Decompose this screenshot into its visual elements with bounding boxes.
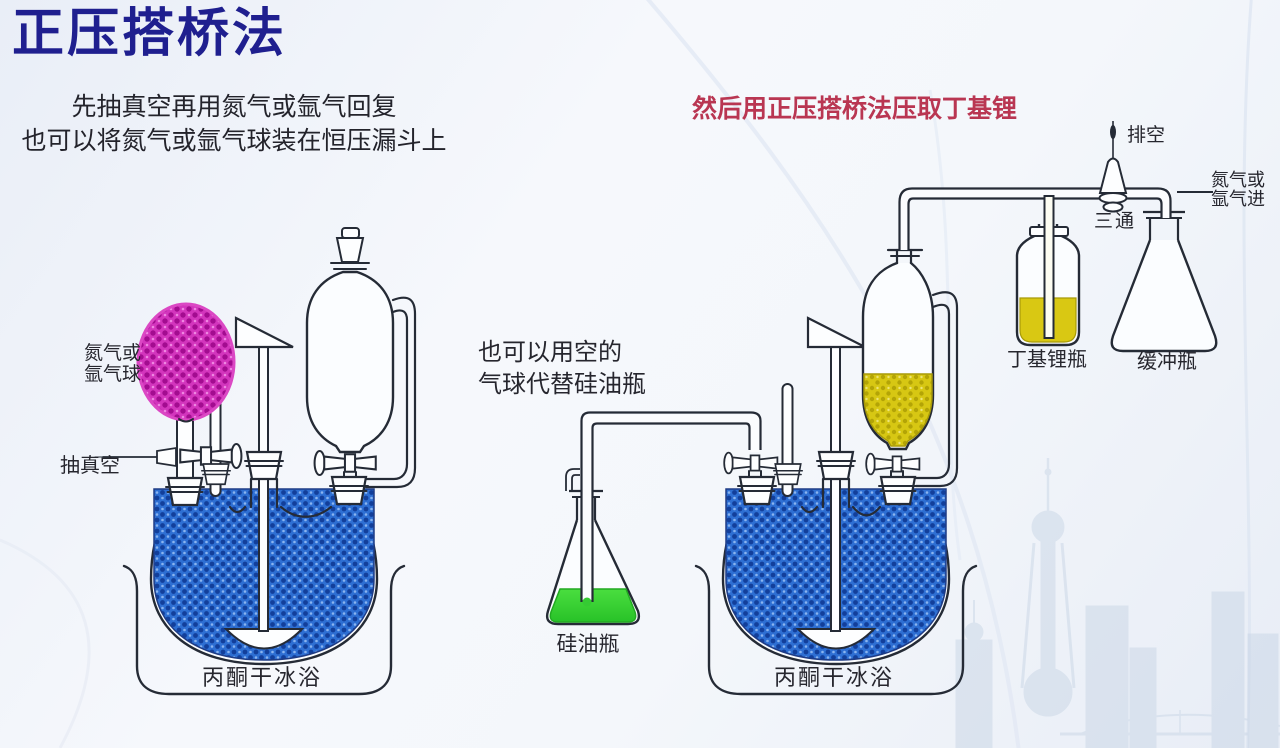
stir-paddle-right: [795, 628, 877, 650]
gas-balloon: [136, 302, 236, 422]
stir-paddle-left: [223, 628, 305, 650]
stir-rod-right: [830, 346, 841, 632]
note-step2: 然后用正压搭桥法压取丁基锂: [692, 95, 1018, 123]
balloon-label-line1: 氮气或: [84, 343, 142, 364]
dip-tube: [1043, 195, 1055, 339]
three-way-valve: [1098, 121, 1128, 213]
middle-setup: [545, 411, 762, 626]
balloon-label-line2: 氩气球: [84, 364, 142, 385]
bridge-pipe: [898, 187, 1172, 250]
buffer-flask: [1110, 210, 1218, 353]
vacuum-label: 抽真空: [60, 455, 120, 477]
three-way-label: 三通: [1094, 211, 1137, 232]
gas-in-label-line1: 氮气或: [1211, 170, 1265, 190]
silicone-flask-label: 硅油瓶: [556, 633, 620, 656]
bath-left: [122, 564, 406, 696]
inlet-stopcock: [723, 451, 779, 475]
transfer-tube: [580, 411, 762, 607]
bath-label-right2: 丙酮干冰浴: [773, 665, 894, 690]
note-step1-line2: 也可以将氮气或氩气球装在恒压漏斗上: [21, 127, 447, 155]
bath-label-left: 丙酮干冰浴: [201, 665, 322, 690]
bath-right: [694, 564, 978, 696]
page-title: 正压搭桥法: [12, 6, 288, 63]
note-alt-line2: 气球代替硅油瓶: [478, 371, 646, 398]
right-setup: [694, 248, 978, 696]
skyline-watermark-icon: [955, 458, 1280, 748]
stir-motor-left: [234, 316, 294, 349]
vent-hook-tube: [565, 468, 580, 491]
dropping-funnel-right: [861, 248, 959, 488]
gas-manifold: [898, 121, 1218, 353]
vent-label: 排空: [1127, 125, 1166, 146]
note-alt-line1: 也可以用空的: [478, 339, 622, 366]
buffer-flask-label: 缓冲瓶: [1137, 351, 1197, 373]
butyllithium-bottle-label: 丁基锂瓶: [1007, 349, 1087, 371]
left-setup: [94, 227, 417, 696]
gas-in-label-line2: 氩气进: [1211, 189, 1265, 209]
stir-rod-left: [258, 346, 269, 632]
dropping-funnel-left: [305, 227, 417, 489]
note-step1-line1: 先抽真空再用氮气或氩气回复: [71, 93, 397, 121]
stir-motor-right: [806, 316, 866, 349]
